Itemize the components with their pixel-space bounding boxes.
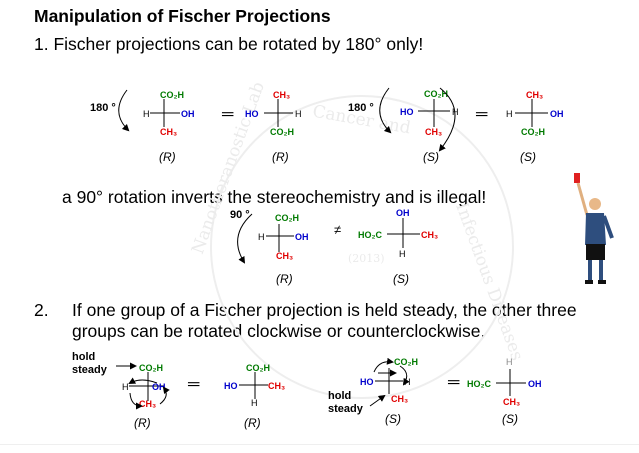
config-label: (S): [385, 412, 401, 426]
hold-steady-label-2: hold: [328, 390, 351, 402]
group-co2h: CO₂H: [139, 363, 163, 373]
fischer-9: CO₂H HO H CH₃: [360, 357, 418, 404]
config-label: (S): [502, 412, 518, 426]
fischer-1: CO₂H H OH CH₃: [143, 90, 195, 137]
group-co2h: CO₂H: [275, 213, 299, 223]
equals-sign: ═: [475, 106, 488, 123]
group-ch3: CH₃: [526, 90, 543, 100]
config-label: (S): [520, 150, 536, 164]
equals-sign: ═: [187, 376, 200, 393]
red-card-icon: [574, 173, 580, 183]
referee-illustration: [574, 173, 614, 284]
group-ho: HO: [400, 107, 414, 117]
fischer-2: CH₃ HO H CO₂H: [245, 90, 302, 137]
group-co2h: CO₂H: [424, 89, 448, 99]
point-2-text: If one group of a Fischer projection is …: [72, 300, 577, 341]
group-ch3: CH₃: [160, 127, 177, 137]
rotation-arrow-3: [438, 87, 456, 152]
group-h: H: [251, 398, 258, 408]
group-co2h: CO₂H: [270, 127, 294, 137]
group-oh: OH: [181, 109, 195, 119]
point-2-number: 2.: [34, 300, 49, 320]
fischer-10: H HO₂C OH CH₃: [467, 357, 542, 407]
fischer-5: CO₂H H OH CH₃: [258, 213, 309, 261]
fischer-6: OH HO₂C CH₃ H: [358, 208, 438, 259]
rotation-arrow-90: [237, 213, 253, 264]
group-co2h: CO₂H: [521, 127, 545, 137]
group-ch3: CH₃: [139, 399, 156, 409]
equals-sign: ═: [221, 106, 234, 123]
group-h: H: [122, 382, 129, 392]
config-label: (R): [276, 272, 293, 286]
group-ho: HO: [245, 109, 259, 119]
group-ch3: CH₃: [268, 381, 285, 391]
fischer-7: CO₂H H OH CH₃: [122, 363, 170, 410]
rotation-180-label-1: 180 °: [90, 102, 116, 114]
group-oh: OH: [152, 382, 166, 392]
config-label: (R): [159, 150, 176, 164]
bottom-divider: [0, 444, 639, 445]
group-h: H: [295, 109, 302, 119]
rotation-90-label: 90 °: [230, 209, 250, 221]
group-h: H: [258, 232, 265, 242]
fischer-8: CO₂H HO CH₃ H: [224, 363, 285, 408]
group-ch3: CH₃: [421, 230, 438, 240]
group-ch3: CH₃: [391, 394, 408, 404]
group-oh: OH: [295, 232, 309, 242]
group-co2h: CO₂H: [394, 357, 418, 367]
group-co2h: CO₂H: [160, 90, 184, 100]
point-1b-text: a 90° rotation inverts the stereochemist…: [62, 187, 487, 207]
hold-steady-label-2b: steady: [328, 403, 364, 415]
group-ho: HO: [224, 381, 238, 391]
group-h: H: [399, 249, 406, 259]
fischer-3: CO₂H HO H CH₃: [400, 89, 459, 137]
group-co2h: CO₂H: [246, 363, 270, 373]
group-ho2c: HO₂C: [358, 230, 382, 240]
fischer-4: CH₃ H OH CO₂H: [506, 90, 564, 137]
group-h: H: [143, 109, 150, 119]
point-1-text: 1. Fischer projections can be rotated by…: [34, 34, 424, 54]
group-ho: HO: [360, 377, 374, 387]
config-label: (S): [423, 150, 439, 164]
hold-steady-label-1b: steady: [72, 364, 108, 376]
config-label: (R): [134, 416, 151, 430]
watermark-year: (2013): [348, 252, 385, 265]
group-ch3: CH₃: [503, 397, 520, 407]
rotation-arrow-1: [118, 89, 130, 132]
rotation-180-label-2: 180 °: [348, 102, 374, 114]
equals-sign: ═: [447, 374, 460, 391]
group-oh: OH: [550, 109, 564, 119]
group-h: H: [506, 109, 513, 119]
hold-steady-label-1: hold: [72, 351, 95, 363]
config-label: (R): [272, 150, 289, 164]
group-ho2c: HO₂C: [467, 379, 491, 389]
group-h: H: [506, 357, 513, 367]
page-title: Manipulation of Fischer Projections: [34, 6, 331, 26]
group-ch3: CH₃: [273, 90, 290, 100]
config-label: (R): [244, 416, 261, 430]
group-ch3: CH₃: [425, 127, 442, 137]
group-oh: OH: [528, 379, 542, 389]
rotation-arrow-2: [379, 87, 392, 134]
config-label: (S): [393, 272, 409, 286]
not-equal-sign: ≠: [334, 222, 341, 237]
group-ch3: CH₃: [276, 251, 293, 261]
group-oh: OH: [396, 208, 410, 218]
